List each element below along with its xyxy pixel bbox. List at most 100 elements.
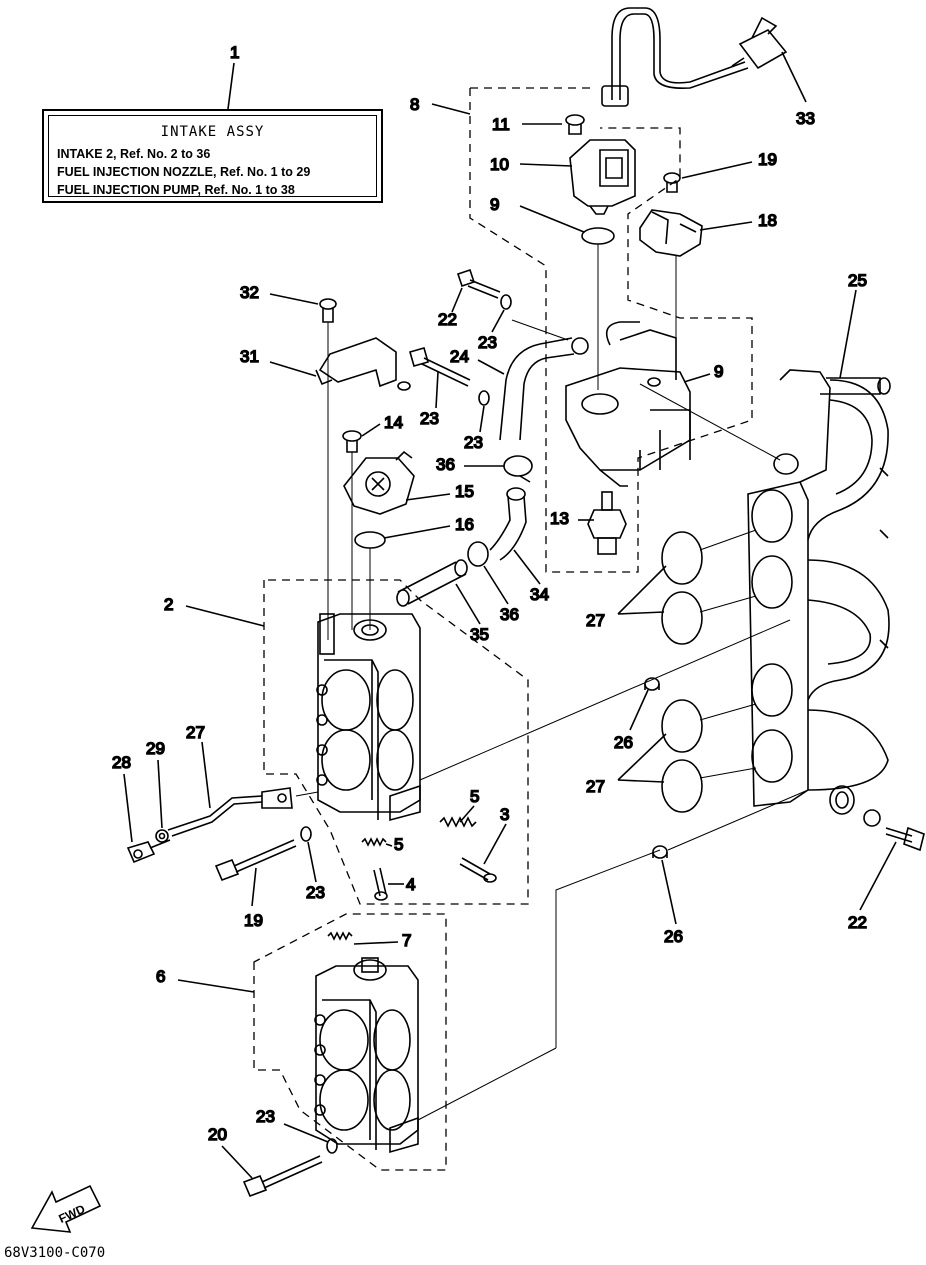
leader-26-a	[629, 689, 649, 731]
leader-19-b	[221, 1145, 253, 1179]
callout-26-b: 26	[664, 927, 683, 946]
axis-27-d	[699, 767, 757, 779]
callout-27-b: 27	[586, 777, 605, 796]
leader-30	[157, 759, 163, 829]
part-23-washer-d	[326, 1138, 338, 1154]
part-3-screw	[459, 857, 497, 883]
callout-10: 10	[490, 155, 509, 174]
callout-18: 19	[758, 150, 777, 169]
callout-21: 23	[420, 409, 439, 428]
leader-7	[353, 941, 399, 945]
leader-5-a	[459, 805, 475, 823]
axis-27-a	[699, 529, 757, 551]
label-line-pump: FUEL INJECTION PUMP, Ref. No. 1 to 38	[57, 183, 295, 197]
part-5-spring-b	[361, 837, 387, 847]
part-5-spring-a	[439, 816, 477, 828]
axis-20	[511, 319, 569, 341]
part-30-nut	[155, 829, 169, 843]
callout-19-b: 20	[208, 1125, 227, 1144]
callout-24: 24	[450, 347, 469, 366]
label-title: INTAKE ASSY	[160, 124, 265, 140]
leader-23-b	[479, 405, 485, 433]
callout-6: 6	[156, 967, 165, 986]
callout-23-b: 23	[464, 433, 483, 452]
leader-3	[483, 823, 507, 865]
callout-11: 9	[490, 195, 499, 214]
callout-32: 32	[240, 283, 259, 302]
part-11-o-ring	[581, 227, 615, 245]
leader-9	[683, 373, 711, 383]
callout-14: 14	[384, 413, 403, 432]
callout-36-a: 36	[436, 455, 455, 474]
part-19-bolt-upper	[214, 839, 297, 882]
callout-25: 25	[848, 271, 867, 290]
leader-10	[519, 163, 573, 167]
part-19-bolt-lower	[242, 1155, 323, 1198]
callout-22: 22	[848, 913, 867, 932]
upper-throttle-body	[316, 613, 421, 822]
part-23-washer-b	[478, 390, 490, 406]
leader-22	[859, 841, 897, 911]
lower-throttle-body	[314, 957, 419, 1154]
leader-26-b	[661, 859, 677, 925]
leader-14	[361, 423, 381, 437]
callout-12: 11	[492, 115, 510, 134]
part-16-o-ring	[354, 531, 386, 549]
leader-25	[839, 289, 857, 379]
callout-4: 4	[406, 875, 415, 894]
part-10-pressure-sensor	[569, 139, 636, 215]
leader-28	[201, 741, 211, 809]
leader-31	[269, 361, 317, 377]
fwd-label: FWD	[57, 1202, 88, 1226]
part-26-dowel-b	[652, 845, 668, 859]
part-36-clamp-a	[503, 455, 533, 483]
part-17-sensor	[639, 209, 703, 257]
intake-assy-label: INTAKE ASSY INTAKE 2, Ref. No. 2 to 36 F…	[42, 109, 383, 203]
part-21-bolt	[409, 347, 471, 387]
part-23-washer-c	[300, 826, 312, 842]
axis-27-c	[699, 703, 757, 721]
leader-5-b	[385, 843, 393, 847]
part-25-intake-manifold	[747, 369, 891, 807]
axis-28	[295, 791, 319, 797]
part-35-pipe	[396, 559, 468, 607]
part-7-spring	[327, 931, 353, 941]
axis-lower-body-a	[417, 1047, 557, 1121]
callout-13: 13	[550, 509, 569, 528]
part-34-elbow-hose	[489, 487, 527, 561]
leader-18	[681, 161, 753, 179]
part-31-bracket	[315, 337, 411, 391]
throttle-body-upper-outline	[263, 579, 529, 905]
callout-27-a: 27	[586, 611, 605, 630]
callout-23-d: 23	[256, 1107, 275, 1126]
callout-5-b: 5	[394, 835, 403, 854]
leader-35	[455, 583, 481, 625]
part-24-hose	[499, 337, 589, 441]
leader-21	[435, 371, 439, 409]
leader-23-a	[491, 309, 505, 333]
diagram-code: 68V3100-C070	[4, 1245, 106, 1261]
harness-connector-small	[601, 85, 629, 107]
wiring-harness	[601, 7, 807, 107]
callout-17: 18	[758, 211, 777, 230]
leader-1	[227, 62, 235, 110]
leader-20	[451, 287, 463, 313]
callout-5-a: 5	[470, 787, 479, 806]
part-27-gaskets	[661, 531, 703, 813]
leader-23-c	[307, 841, 317, 883]
callout-31: 31	[240, 347, 259, 366]
label-inner-border: INTAKE ASSY INTAKE 2, Ref. No. 2 to 36 F…	[48, 115, 377, 197]
label-line-nozzle: FUEL INJECTION NOZZLE, Ref. No. 1 to 29	[57, 165, 311, 179]
callout-2: 2	[164, 595, 173, 614]
callout-7: 7	[402, 931, 411, 950]
callout-34: 34	[530, 585, 549, 604]
callout-33: 33	[796, 109, 815, 128]
part-22-bolt-set	[829, 785, 925, 852]
part-14-screw	[342, 430, 362, 453]
callout-20: 22	[438, 310, 457, 329]
leader-29	[123, 773, 133, 843]
callout-1: 1	[230, 43, 239, 62]
callout-3: 3	[500, 805, 509, 824]
callout-35: 35	[470, 625, 489, 644]
